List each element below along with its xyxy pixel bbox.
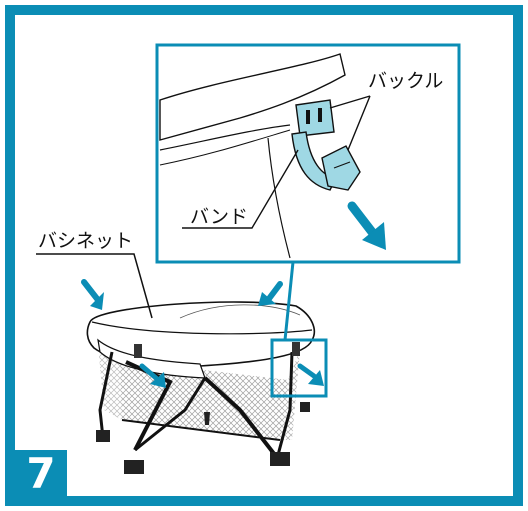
bassinet-label: バシネット <box>38 230 134 252</box>
step-number-badge: 7 <box>15 449 67 498</box>
inset-fabric-fold-2 <box>159 129 291 166</box>
buckle-leader <box>329 95 371 151</box>
push-down-arrow-right <box>258 281 283 306</box>
inset-fabric-fold <box>159 124 291 151</box>
push-down-arrow-left <box>81 279 104 310</box>
band-leader <box>182 149 299 229</box>
inset-bassinet-edge <box>159 53 346 141</box>
foot-front-left <box>124 460 144 474</box>
pull-out-arrow-left <box>139 363 166 388</box>
callout-connector <box>283 261 295 341</box>
frame-rail <box>121 419 281 441</box>
detail-highlight-box <box>270 338 328 398</box>
mesh-panel-left <box>98 345 122 420</box>
frame-leg-right <box>276 351 294 456</box>
foot-right <box>300 402 310 412</box>
band-label: バンド <box>190 206 248 228</box>
bassinet-rim <box>91 321 313 335</box>
buckle-label: バックル <box>368 70 444 92</box>
side-latch <box>204 412 210 425</box>
frame-leg-left <box>98 351 114 439</box>
buckle-detail-inset <box>155 43 461 264</box>
frame-leg-front-right <box>203 376 277 457</box>
buckle-clip <box>295 99 335 137</box>
bassinet-leader <box>36 253 153 319</box>
leg-clip-right <box>292 342 300 356</box>
foot-left <box>96 430 110 442</box>
foot-front-right <box>270 452 290 466</box>
inset-side-panel <box>267 137 291 259</box>
pull-out-arrow-right <box>297 363 324 386</box>
playard-illustration <box>86 301 316 474</box>
detach-arrow <box>347 201 386 250</box>
buckle-detached <box>321 145 361 191</box>
leg-clip-left <box>134 344 142 358</box>
frame-leg-front-left <box>125 360 173 451</box>
frame-leg-center <box>134 377 207 452</box>
